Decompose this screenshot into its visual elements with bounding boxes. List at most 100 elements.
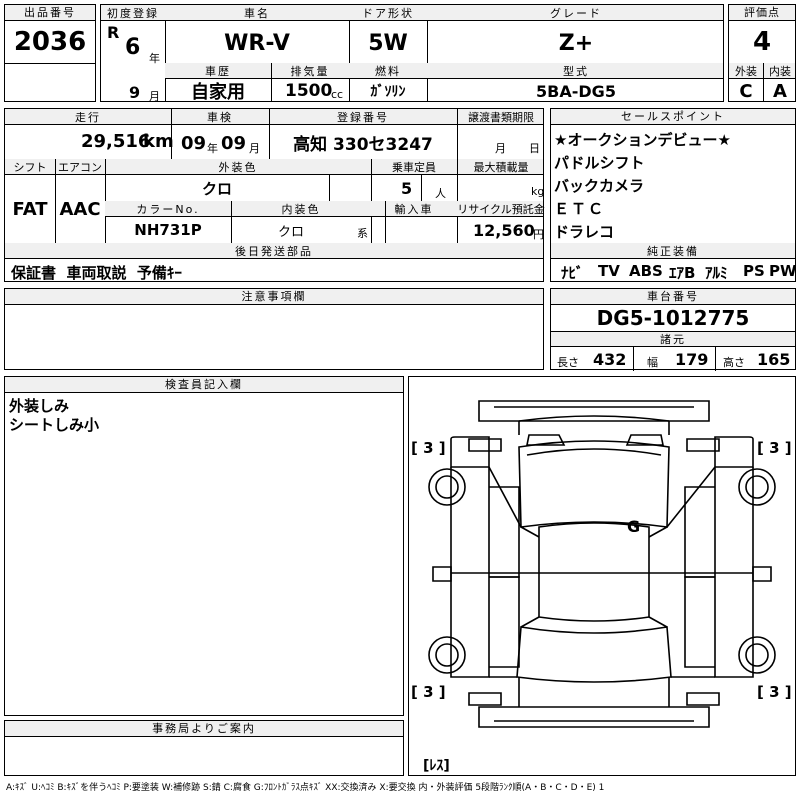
inspector-note: シートしみ小 xyxy=(9,416,100,434)
sales-points-label: セールスポイント xyxy=(551,109,795,125)
equipment-label: 純正装備 xyxy=(647,245,699,258)
score-label: 評価点 xyxy=(729,5,795,21)
max-load-label: 最大積載量 xyxy=(473,161,529,174)
car-name-label: 車名 xyxy=(244,7,270,20)
capacity: 5 xyxy=(401,179,413,198)
capacity-unit: 人 xyxy=(435,187,446,200)
first-reg-label: 初度登録 xyxy=(107,7,159,20)
equipment-item: ｴｱB xyxy=(669,264,696,282)
chassis-box: 車台番号 DG5-1012775 諸元 長さ 432 幅 179 高さ 165 xyxy=(550,288,796,371)
displacement: 1500 xyxy=(285,81,333,101)
fuel-label: 燃料 xyxy=(375,65,401,78)
height: 165 xyxy=(757,350,791,369)
sales-point-item: ＥＴＣ xyxy=(554,200,606,218)
plate: 高知 330セ3247 xyxy=(293,134,433,155)
vehicle-info-block: 走行 車検 登録番号 譲渡書類期限 29,516 km 09 年 09 月 高知… xyxy=(4,108,545,282)
equipment-item: PS xyxy=(743,262,765,280)
sales-point-item: パドルシフト xyxy=(554,154,645,172)
inspector-label: 検査員記入欄 xyxy=(5,377,403,393)
exterior-color-label: 外装色 xyxy=(218,161,258,174)
later-parts-label: 後日発送部品 xyxy=(235,245,313,258)
length: 432 xyxy=(593,350,627,369)
car-diagram-box: [ 3 ] [ 3 ] [ 3 ] [ 3 ] G [ﾚｽ] xyxy=(408,376,796,776)
windshield-mark-g: G xyxy=(627,517,641,536)
max-load-unit: kg xyxy=(531,185,545,198)
exterior-color: クロ xyxy=(201,179,232,198)
interior-label: 内装 xyxy=(769,65,791,78)
office-label: 事務局よりご案内 xyxy=(5,721,403,737)
lot-number-box: 出品番号 2036 xyxy=(4,4,96,102)
import-label: 輸入車 xyxy=(394,203,434,216)
interior-color-label: 内装色 xyxy=(281,203,321,216)
equipment-item: TV xyxy=(598,262,620,280)
recycle-label: リサイクル預託金 xyxy=(457,203,545,216)
era: R xyxy=(107,23,120,42)
sales-point-item: ★オークションデビュー★ xyxy=(554,131,731,149)
mileage: 29,516 xyxy=(81,131,151,152)
reg-month: 9 xyxy=(129,83,141,102)
later-parts: 保証書 車両取説 予備ｷｰ xyxy=(11,264,182,282)
inspection-month-unit: 月 xyxy=(249,142,260,155)
score-box: 評価点 4 外装 内装 C A xyxy=(728,4,796,102)
km-unit: km xyxy=(143,131,174,152)
legend: A:ｷｽﾞ U:ﾍｺﾐ B:ｷｽﾞを伴うﾍｺﾐ P:要塗装 W:補修跡 S:錆 … xyxy=(6,783,605,793)
notes-box: 注意事項欄 xyxy=(4,288,544,370)
recycle: 12,560 xyxy=(473,221,535,240)
ac: AAC xyxy=(59,198,101,220)
chassis-number: DG5-1012775 xyxy=(596,306,750,330)
color-no-label: カラーNo. xyxy=(136,203,200,216)
model-label: 型式 xyxy=(563,65,589,78)
inspection-label: 車検 xyxy=(207,111,233,124)
exterior-label: 外装 xyxy=(735,65,757,78)
color-no: NH731P xyxy=(134,221,202,239)
lot-number-label: 出品番号 xyxy=(5,5,95,21)
height-label: 高さ xyxy=(723,356,745,369)
score: 4 xyxy=(752,27,772,57)
inspection-year-unit: 年 xyxy=(207,142,218,155)
chassis-label: 車台番号 xyxy=(551,289,795,305)
ac-label: エアコン xyxy=(58,161,102,174)
shift: FAT xyxy=(12,198,48,220)
interior-grade: A xyxy=(773,80,787,102)
tire-front-right: [ 3 ] xyxy=(757,439,792,457)
reg-year: 6 xyxy=(125,35,141,60)
equipment-item: PW xyxy=(769,262,797,280)
width-label: 幅 xyxy=(647,356,658,369)
history: 自家用 xyxy=(191,82,245,103)
equipment-item: ﾅﾋﾞ xyxy=(561,264,584,282)
transfer-month-unit: 月 xyxy=(495,142,506,155)
exterior-grade: C xyxy=(739,80,753,102)
month-unit: 月 xyxy=(149,90,160,103)
tire-front-left: [ 3 ] xyxy=(411,439,446,457)
sales-point-item: ドラレコ xyxy=(554,223,615,241)
shift-label: シフト xyxy=(13,161,47,174)
plate-label: 登録番号 xyxy=(337,111,389,124)
notes-label: 注意事項欄 xyxy=(5,289,543,305)
inspector-box: 検査員記入欄 外装しみ シートしみ小 xyxy=(4,376,404,716)
length-label: 長さ xyxy=(557,356,579,369)
door-label: ドア形状 xyxy=(362,7,414,20)
lot-number: 2036 xyxy=(13,27,87,57)
cc-unit: cc xyxy=(331,88,344,101)
office-box: 事務局よりご案内 xyxy=(4,720,404,776)
grade: Z+ xyxy=(558,30,594,56)
tire-rear-left: [ 3 ] xyxy=(411,683,446,701)
tire-rear-right: [ 3 ] xyxy=(757,683,792,701)
equipment-item: ABS xyxy=(629,262,663,280)
model: 5BA-DG5 xyxy=(536,81,616,101)
transfer-label: 譲渡書類期限 xyxy=(468,111,534,124)
inspection-month: 09 xyxy=(221,133,247,154)
transfer-day-unit: 日 xyxy=(529,142,540,155)
sales-point-item: バックカメラ xyxy=(554,177,645,195)
width: 179 xyxy=(675,350,709,369)
specs-label: 諸元 xyxy=(660,333,686,346)
year-unit: 年 xyxy=(149,52,160,65)
history-label: 車歴 xyxy=(205,65,231,78)
displacement-label: 排気量 xyxy=(290,65,330,78)
interior-color: クロ xyxy=(277,224,304,240)
grade-label: グレード xyxy=(550,7,602,20)
spare-tire-mark: [ﾚｽ] xyxy=(423,758,450,774)
recycle-unit: 円 xyxy=(533,228,544,241)
inspection-year: 09 xyxy=(181,133,207,154)
sales-points-box: セールスポイント ★オークションデビュー★ パドルシフト バックカメラ ＥＴＣ … xyxy=(550,108,797,282)
